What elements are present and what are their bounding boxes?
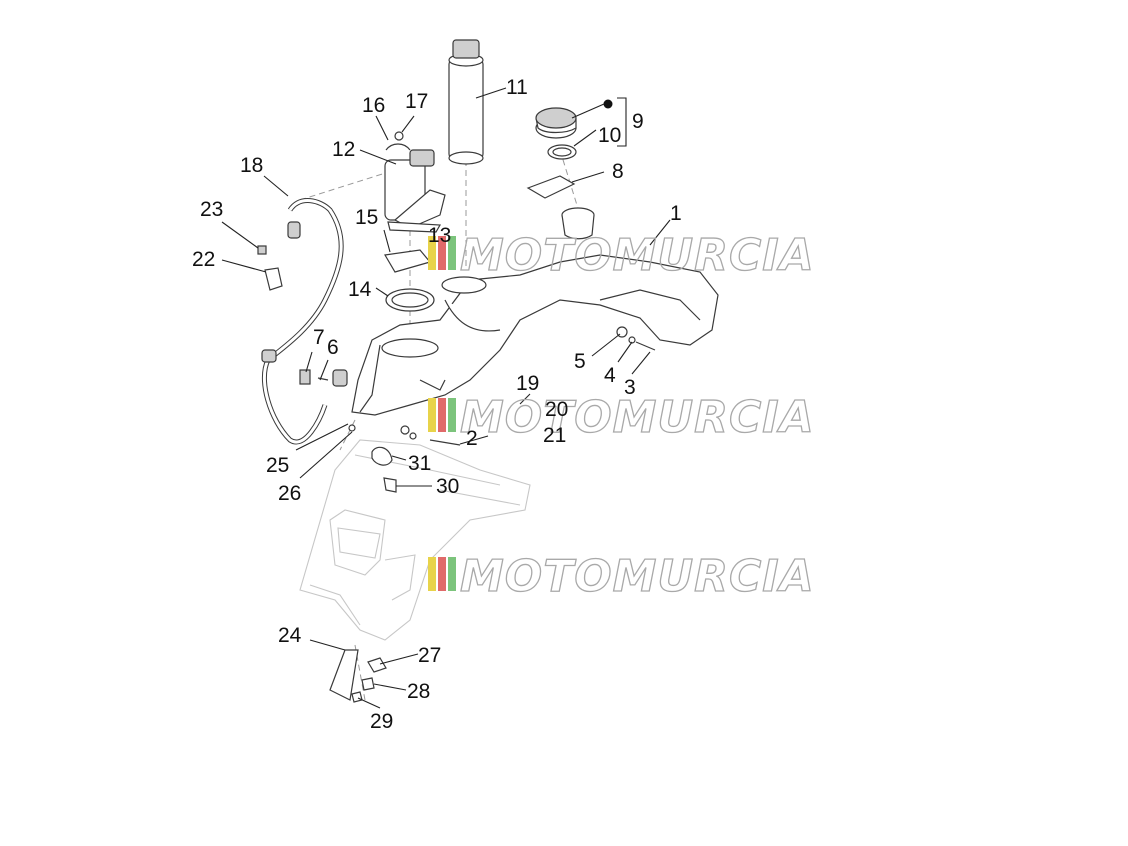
watermark-middle: MOTOMURCIA [428,391,815,444]
leader-lines [221,87,671,709]
filler-gasket-8 [526,175,576,199]
callout-19: 19 [516,372,539,395]
gasket-parts [384,144,577,312]
callout-3: 3 [624,376,636,399]
callout-7: 7 [313,326,325,349]
callout-13: 13 [428,224,451,247]
callout-20: 20 [545,398,568,421]
callout-30: 30 [436,475,459,498]
callout-24: 24 [278,624,302,647]
callout-11: 11 [506,76,528,99]
callout-4: 4 [604,364,616,387]
callout-16: 16 [362,94,385,117]
callout-10: 10 [598,124,621,147]
watermark-top: MOTOMURCIA [428,229,815,282]
callout-26: 26 [278,482,301,505]
filler-neck [561,207,595,240]
fuel-cap [535,107,577,139]
watermark-bottom: MOTOMURCIA [428,550,815,603]
callout-17: 17 [405,90,428,113]
callout-1: 1 [670,202,682,225]
watermark-text: MOTOMURCIA [460,551,815,602]
callout-12: 12 [332,138,355,161]
callout-6: 6 [327,336,339,359]
callout-22: 22 [192,248,215,271]
callout-28: 28 [407,680,430,703]
fuel-tank [351,254,719,416]
callout-9: 9 [632,110,644,133]
fuel-hose [261,198,344,445]
callout-15: 15 [355,206,378,229]
callout-31: 31 [408,452,431,475]
fuel-pump [384,149,446,233]
callout-5: 5 [574,350,586,373]
callout-labels: 1 2 3 4 5 6 7 8 9 10 11 12 13 14 15 16 1… [192,76,682,733]
fuel-level-sender [448,39,484,165]
callout-25: 25 [266,454,289,477]
bullet-dot [603,99,613,109]
pump-flange-plate [384,249,432,273]
callout-29: 29 [370,710,393,733]
callout-21: 21 [543,424,566,447]
callout-27: 27 [418,644,441,667]
watermark-text: MOTOMURCIA [460,230,815,281]
callout-23: 23 [200,198,223,221]
callout-18: 18 [240,154,263,177]
bracket-9 [617,97,627,147]
callout-2: 2 [466,427,478,450]
small-hardware [257,131,656,703]
callout-14: 14 [348,278,372,301]
watermark-text: MOTOMURCIA [460,392,815,443]
callout-8: 8 [612,160,624,183]
